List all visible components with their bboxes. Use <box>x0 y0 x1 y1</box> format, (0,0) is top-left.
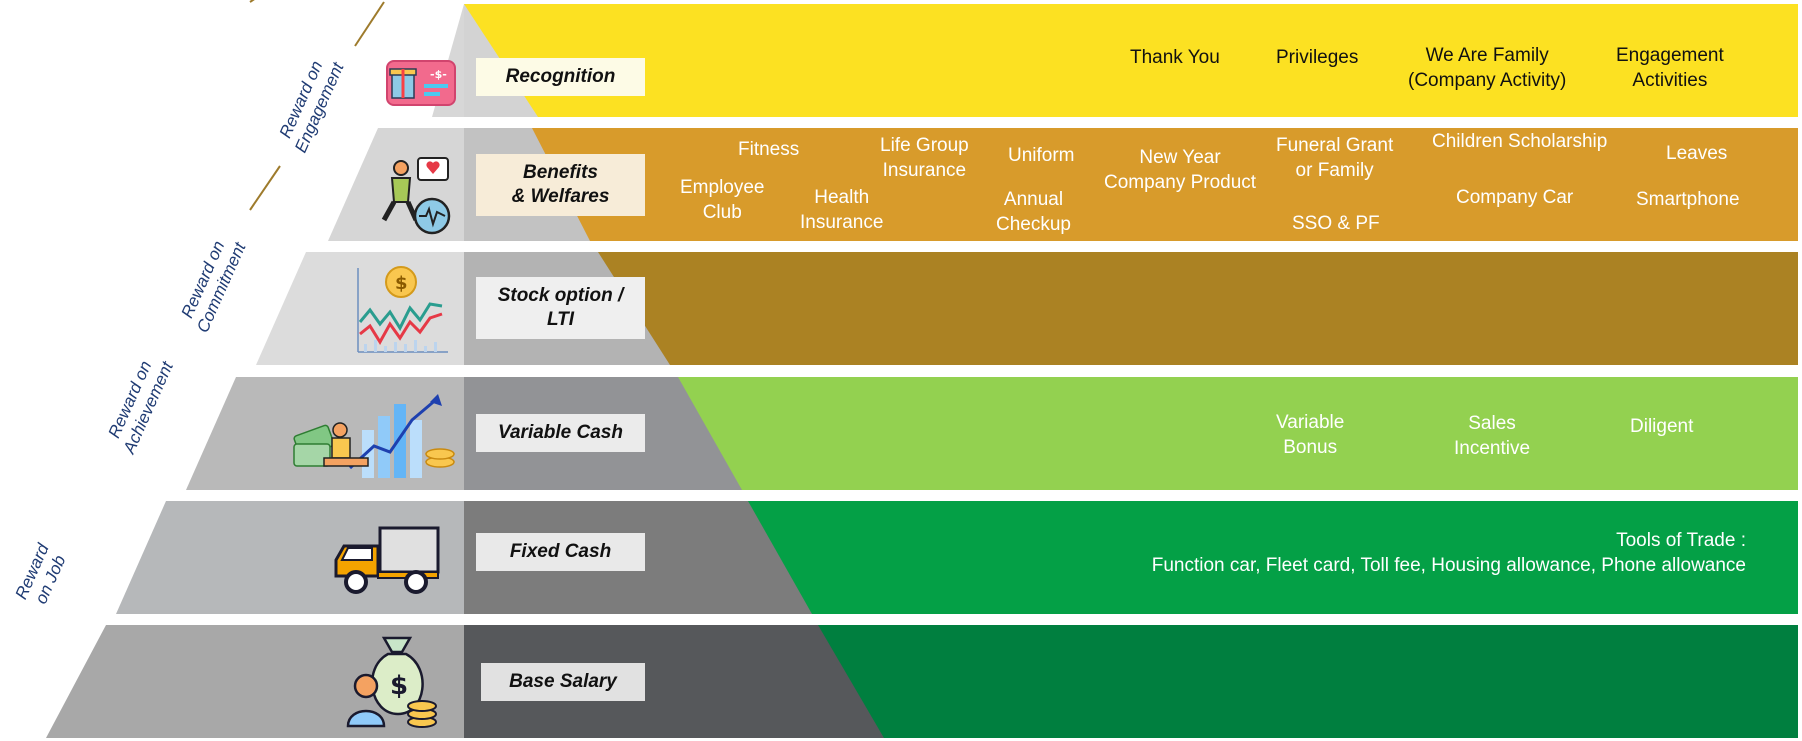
item-variable-bonus: Variable Bonus <box>1276 412 1345 458</box>
item-tools-of-trade-list: Function car, Fleet card, Toll fee, Hous… <box>1151 555 1746 576</box>
truck-icon <box>334 526 440 594</box>
item-children-scholarship: Children Scholarship <box>1432 131 1608 152</box>
growth-money-icon <box>293 394 455 478</box>
band-recognition <box>464 4 1798 117</box>
divider-line-1 <box>354 1 385 47</box>
tier-label-recognition: Recognition <box>476 58 645 96</box>
item-smartphone: Smartphone <box>1636 189 1740 210</box>
item-new-year-company-product: New Year Company Product <box>1104 147 1257 193</box>
item-company-car: Company Car <box>1456 187 1574 208</box>
tier-label-benefits: Benefits & Welfares <box>476 154 645 216</box>
salary-bag-icon: $ <box>346 636 437 728</box>
svg-text:$: $ <box>395 273 408 294</box>
pyramid-right-6 <box>464 625 884 738</box>
tier-label-variable: Variable Cash <box>476 414 645 452</box>
svg-text:-$-: -$- <box>430 68 447 81</box>
divider-line-3 <box>249 0 255 3</box>
item-sso-pf: SSO & PF <box>1292 213 1380 234</box>
tier-label-text: Variable Cash <box>498 422 623 444</box>
stock-chart-icon: $ <box>357 266 448 353</box>
tier-label-fixed: Fixed Cash <box>476 533 645 571</box>
item-diligent: Diligent <box>1630 416 1694 437</box>
band-stock <box>464 252 1798 365</box>
item-life-group-insurance: Life Group Insurance <box>880 135 969 181</box>
item-tools-of-trade: Tools of Trade : <box>1616 530 1746 551</box>
health-benefit-icon <box>381 157 451 235</box>
tier-label-text: Base Salary <box>509 671 617 693</box>
svg-text:$: $ <box>390 671 408 701</box>
item-employee-club: Employee Club <box>680 177 765 223</box>
tier-label-text: Stock option / LTI <box>497 285 624 330</box>
pyramid-left-5 <box>116 501 464 614</box>
item-funeral-grant: Funeral Grant or Family <box>1276 135 1394 181</box>
tier-label-text: Benefits & Welfares <box>511 162 610 207</box>
tier-label-base: Base Salary <box>481 663 645 701</box>
item-privileges: Privileges <box>1276 47 1359 68</box>
gift-card-icon: -$- <box>386 60 456 106</box>
pyramid-left-6 <box>46 625 464 738</box>
item-fitness: Fitness <box>738 139 800 160</box>
tier-label-text: Recognition <box>505 66 616 88</box>
item-leaves: Leaves <box>1666 143 1728 164</box>
band-benefits <box>464 128 1798 241</box>
item-engagement-activities: Engagement Activities <box>1616 45 1724 91</box>
item-sales-incentive: Sales Incentive <box>1454 413 1531 459</box>
item-we-are-family: We Are Family (Company Activity) <box>1408 45 1567 91</box>
tier-label-stock: Stock option / LTI <box>476 277 645 339</box>
item-thank-you: Thank You <box>1130 47 1220 68</box>
tier-label-text: Fixed Cash <box>509 541 612 563</box>
divider-line-2 <box>249 165 281 211</box>
item-uniform: Uniform <box>1008 145 1075 166</box>
item-health-insurance: Health Insurance <box>800 187 884 233</box>
item-annual-checkup: Annual Checkup <box>996 189 1071 235</box>
